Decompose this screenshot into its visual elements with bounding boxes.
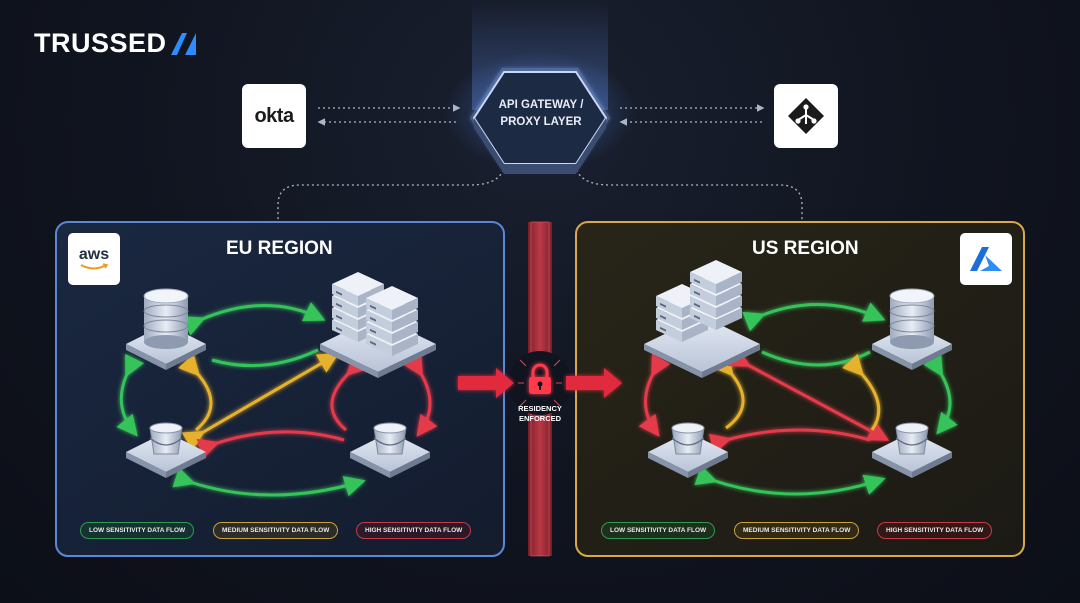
gateway-hexagon — [470, 68, 610, 174]
eu-region-title: EU REGION — [226, 238, 333, 259]
aws-smile-icon — [80, 263, 109, 270]
us-legend-low: LOW SENSITIVITY DATA FLOW — [601, 522, 716, 539]
residency-line2: ENFORCED — [518, 414, 562, 423]
okta-logo: okta — [254, 104, 294, 127]
us-legend-high: HIGH SENSITIVITY DATA FLOW — [877, 522, 993, 539]
brand-mark-icon — [170, 32, 196, 55]
gateway-label: API GATEWAY / PROXY LAYER — [470, 97, 612, 131]
brand-logo: TRUSSED — [34, 28, 199, 59]
git-branch-icon — [788, 98, 824, 134]
us-server-node — [644, 260, 760, 378]
residency-label: RESIDENCY ENFORCED — [510, 404, 570, 424]
gateway-label-line2: PROXY LAYER — [500, 116, 582, 128]
azure-logo-icon — [970, 247, 1002, 271]
brand-name: TRUSSED — [34, 28, 167, 58]
eu-legend-low: LOW SENSITIVITY DATA FLOW — [80, 522, 195, 539]
azure-logo-card — [960, 233, 1012, 285]
residency-line1: RESIDENCY — [518, 404, 562, 413]
gateway-label-line1: API GATEWAY / — [498, 99, 584, 111]
eu-legend-medium: MEDIUM SENSITIVITY DATA FLOW — [213, 522, 339, 539]
eu-server-node — [320, 272, 436, 378]
aws-logo: aws — [78, 246, 110, 263]
eu-legend-high: HIGH SENSITIVITY DATA FLOW — [356, 522, 472, 539]
lock-icon — [529, 363, 551, 394]
okta-card: okta — [242, 84, 306, 148]
us-legend-medium: MEDIUM SENSITIVITY DATA FLOW — [734, 522, 860, 539]
git-provider-card — [774, 84, 838, 148]
us-region-title: US REGION — [752, 238, 859, 259]
aws-logo-card: aws — [68, 233, 120, 285]
